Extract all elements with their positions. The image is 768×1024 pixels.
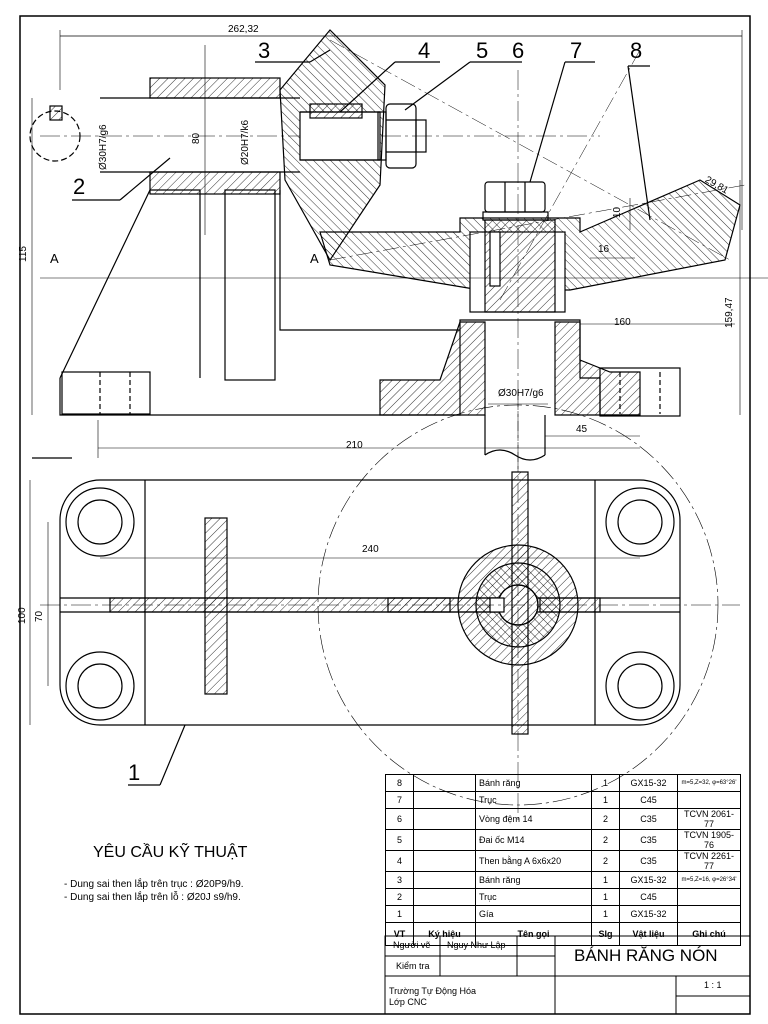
header-ky-hieu: Ký hiệu xyxy=(413,922,476,946)
requirement-line: - Dung sai then lắp trên trục : Ø20P9/h9… xyxy=(64,879,244,890)
bom-ghi-chu: TCVN 2261-77 xyxy=(677,850,741,872)
section-mark-right: A xyxy=(310,251,319,266)
checked-by-label: Kiểm tra xyxy=(396,961,430,971)
dim-16: 16 xyxy=(598,244,610,255)
fit-bottom: Ø30H7/g6 xyxy=(498,388,544,399)
callout-3: 3 xyxy=(258,38,271,63)
drawn-by-name: Nguy Như Lập xyxy=(447,940,506,950)
top-view xyxy=(29,390,740,820)
header-slg: Slg xyxy=(591,922,620,946)
front-section-view xyxy=(29,29,768,470)
class-name: Lớp CNC xyxy=(389,997,427,1007)
header-ten: Tên gọi xyxy=(475,922,592,946)
callout-4: 4 xyxy=(418,38,431,63)
callout-7: 7 xyxy=(570,38,583,63)
header-ghi-chu: Ghi chú xyxy=(677,922,741,946)
callout-2: 2 xyxy=(73,174,86,199)
requirements-title: YÊU CẦU KỸ THUẬT xyxy=(93,844,248,861)
dim-160: 160 xyxy=(614,317,631,328)
dim-262: 262,32 xyxy=(228,24,259,35)
header-vt: VT xyxy=(385,922,414,946)
dim-240: 240 xyxy=(362,544,379,555)
callout-6: 6 xyxy=(512,38,525,63)
school-name: Trường Tự Động Hóa xyxy=(389,986,476,996)
dim-210: 210 xyxy=(346,440,363,451)
dim-45: 45 xyxy=(576,424,588,435)
section-mark-left: A xyxy=(50,251,59,266)
requirement-line: - Dung sai then lắp trên lỗ : Ø20J s9/h9… xyxy=(64,892,241,903)
callout-8: 8 xyxy=(630,38,643,63)
drawing-title: BÁNH RĂNG NÓN xyxy=(574,946,718,965)
drawn-by-label: Người vẽ xyxy=(393,940,431,950)
scale: 1 : 1 xyxy=(704,980,722,990)
callout-1: 1 xyxy=(128,760,141,785)
callout-5: 5 xyxy=(476,38,489,63)
header-vat-lieu: Vật liệu xyxy=(619,922,678,946)
